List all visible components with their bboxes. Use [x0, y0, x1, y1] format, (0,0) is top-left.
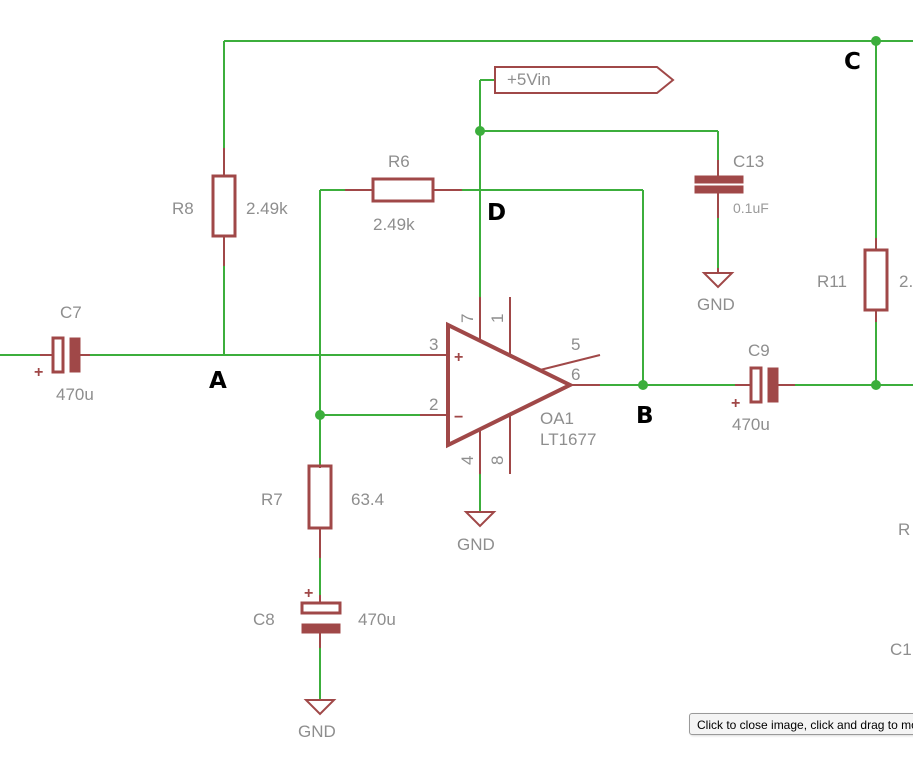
c8-value: 470u	[358, 610, 396, 629]
node-label-b: B	[636, 403, 654, 429]
c9-value: 470u	[732, 415, 770, 434]
c7-value: 470u	[56, 385, 94, 404]
junction-top-rail	[871, 36, 881, 46]
capacitor-c13: C13 0.1uF	[694, 152, 769, 218]
resistor-r7: R7 63.4	[261, 464, 384, 558]
pin-3: 3	[429, 335, 438, 354]
r11-name: R11	[817, 272, 847, 291]
junctions	[315, 36, 881, 420]
r8-name: R8	[172, 199, 194, 218]
capacitor-c7: + C7 470u	[34, 303, 94, 404]
partial-label-r: R	[898, 520, 910, 539]
gnd-c8-label: GND	[298, 722, 336, 741]
c7-name: C7	[60, 303, 82, 322]
opamp-value: LT1677	[540, 430, 596, 449]
opamp-name: OA1	[540, 409, 574, 428]
capacitor-c9: + C9 470u	[731, 341, 795, 434]
c8-plus: +	[304, 585, 313, 602]
supply-label: +5Vin	[507, 70, 551, 89]
gnd-c8: GND	[298, 699, 337, 741]
junction-output	[638, 380, 648, 390]
r6-value: 2.49k	[373, 215, 415, 234]
c7-plus: +	[34, 364, 43, 381]
opamp-minus-sign: −	[454, 409, 463, 426]
resistor-r8: R8 2.49k	[172, 148, 288, 266]
opamp-oa1: + − 3 2 5 6 7 1 4 8 OA1 LT1677	[420, 297, 601, 474]
gnd-opamp-label: GND	[457, 535, 495, 554]
junction-right	[871, 380, 881, 390]
pin-8: 8	[488, 456, 507, 465]
r8-value: 2.49k	[246, 199, 288, 218]
r7-value: 63.4	[351, 490, 384, 509]
pin-1: 1	[488, 314, 507, 323]
partial-label-c: C1	[890, 640, 912, 659]
c13-value: 0.1uF	[733, 200, 769, 216]
node-label-c: C	[844, 49, 861, 75]
gnd-opamp: GND	[457, 511, 497, 554]
r11-value: 2.	[899, 272, 913, 291]
close-image-tooltip[interactable]: Click to close image, click and drag to …	[689, 713, 913, 735]
r6-name: R6	[388, 152, 410, 171]
opamp-plus-sign: +	[454, 349, 463, 366]
junction-inverting	[315, 410, 325, 420]
supply-flag: +5Vin	[494, 66, 675, 94]
r7-name: R7	[261, 490, 283, 509]
c13-name: C13	[733, 152, 764, 171]
pin-4: 4	[458, 456, 477, 465]
resistor-r6: R6 2.49k	[345, 152, 462, 234]
node-label-a: A	[209, 368, 227, 394]
pin-7: 7	[458, 314, 477, 323]
gnd-c13-label: GND	[697, 295, 735, 314]
wires	[0, 40, 913, 700]
gnd-c13: GND	[697, 268, 735, 314]
capacitor-c8: + C8 470u	[253, 585, 396, 648]
pin-2: 2	[429, 395, 438, 414]
pin-5: 5	[571, 335, 580, 354]
resistor-r11: R11 2.	[817, 238, 913, 322]
c9-name: C9	[748, 341, 770, 360]
junction-supply	[475, 126, 485, 136]
c9-plus: +	[731, 395, 740, 412]
pin-6: 6	[571, 365, 580, 384]
c8-name: C8	[253, 610, 275, 629]
node-label-d: D	[487, 200, 506, 226]
